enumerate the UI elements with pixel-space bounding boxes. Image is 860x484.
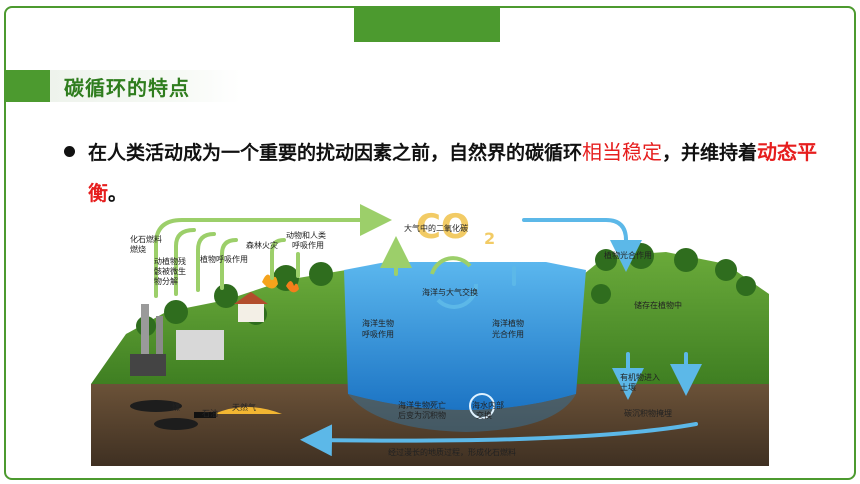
exchange-cycle-icon <box>430 256 479 309</box>
label-fossil-fuel-1: 化石燃料 <box>130 234 162 244</box>
ocean <box>344 262 586 410</box>
label-ocean-air-exchange: 海洋与大气交换 <box>422 287 478 297</box>
label-marine-death-1: 海洋生物死亡 <box>398 400 446 410</box>
absorption-arrows <box>300 218 702 457</box>
factory <box>130 304 224 376</box>
seawater-exchange-ring <box>469 393 495 419</box>
emission-arrows <box>154 204 412 298</box>
right-land <box>574 252 769 384</box>
label-plant-respiration: 植物呼吸作用 <box>200 254 248 264</box>
section-heading: 碳循环的特点 <box>64 76 190 100</box>
label-fossil-fuel-2: 燃烧 <box>130 244 146 254</box>
label-organic-into-soil-2: 土壤 <box>620 382 636 392</box>
label-marine-respiration-2: 呼吸作用 <box>362 329 394 339</box>
label-organic-into-soil-1: 有机物进入 <box>620 372 660 382</box>
gas-deposit <box>214 407 282 414</box>
oil-deposit <box>194 412 216 418</box>
highlight-dynamic-balance: 动态平衡 <box>88 140 818 205</box>
ocean-basin <box>348 394 576 432</box>
house <box>234 292 268 322</box>
carbon-cycle-diagram: CO 2 大气中的二氧化碳 化石燃料 燃烧 动植物残 骸被微生 物分解 植物呼吸… <box>91 204 769 466</box>
paragraph-text-3: 。 <box>108 183 128 205</box>
label-animal-respiration-1: 动物和人类 <box>286 230 326 240</box>
label-carbon-sediment: 碳沉积物掩埋 <box>624 408 672 418</box>
co2-label: CO <box>416 207 470 247</box>
highlight-stable: 相当稳定 <box>582 140 663 164</box>
label-oil: 石油 <box>202 408 218 418</box>
label-seawater-exchange-2: 交换 <box>476 410 492 420</box>
paragraph-text-2: ，并维持着 <box>662 142 758 164</box>
label-decomposers-3: 物分解 <box>154 276 178 286</box>
label-coal: 煤 <box>172 402 180 412</box>
label-decomposers-2: 骸被微生 <box>154 266 186 276</box>
label-plant-photosynthesis: 植物光合作用 <box>604 250 652 260</box>
label-geologic-process: 经过漫长的地质过程，形成化石燃料 <box>388 447 516 457</box>
main-paragraph: 在人类活动成为一个重要的扰动因素之前，自然界的碳循环相当稳定，并维持着动态平衡。 <box>88 132 818 214</box>
heading-band <box>50 70 240 102</box>
co2-subscript: 2 <box>484 229 495 248</box>
label-seawater-exchange-1: 海水内部 <box>472 400 504 410</box>
bullet-dot <box>64 146 75 157</box>
label-decomposers-1: 动植物残 <box>154 256 186 266</box>
label-marine-death-2: 后变为沉积物 <box>398 410 446 420</box>
fire-icon-2 <box>286 281 299 293</box>
label-forest-fire: 森林火灾 <box>246 240 278 250</box>
coal-deposit <box>130 400 182 412</box>
paragraph-text-1: 在人类活动成为一个重要的扰动因素之前，自然界的碳循环 <box>88 142 583 164</box>
top-tab-decoration <box>354 6 500 42</box>
coal-deposit-2 <box>154 418 198 430</box>
label-marine-photosynthesis-2: 光合作用 <box>492 329 524 339</box>
label-natural-gas: 天然气 <box>232 402 256 412</box>
label-marine-respiration-1: 海洋生物 <box>362 318 394 328</box>
label-marine-photosynthesis-1: 海洋植物 <box>492 318 524 328</box>
label-stored-in-plants: 储存在植物中 <box>634 300 682 310</box>
label-animal-respiration-2: 呼吸作用 <box>292 240 324 250</box>
heading-accent-block <box>6 70 50 102</box>
label-atmosphere-co2: 大气中的二氧化碳 <box>404 223 468 233</box>
